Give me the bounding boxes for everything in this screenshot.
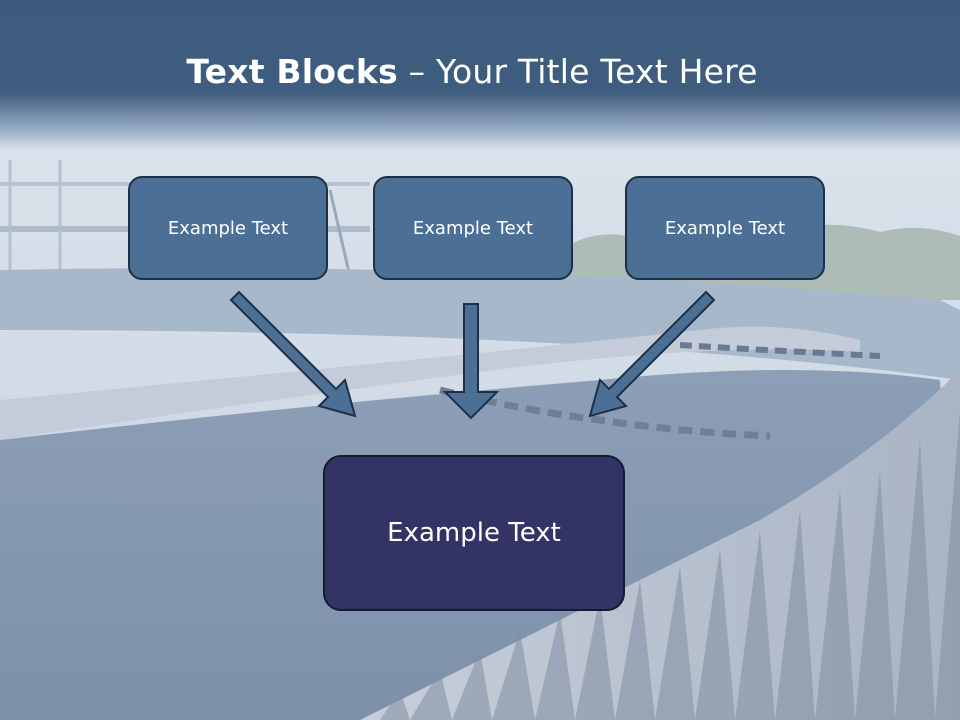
target-text-block[interactable]: Example Text xyxy=(323,455,625,611)
text-block-3[interactable]: Example Text xyxy=(625,176,825,280)
text-block-3-label: Example Text xyxy=(664,217,786,239)
title-bold-text: Text Blocks xyxy=(186,52,398,91)
text-block-2-label: Example Text xyxy=(412,217,534,239)
text-block-1[interactable]: Example Text xyxy=(128,176,328,280)
target-text-block-label: Example Text xyxy=(387,518,561,548)
text-block-2[interactable]: Example Text xyxy=(373,176,573,280)
slide-title: Text Blocks – Your Title Text Here xyxy=(0,52,944,91)
title-dash: – xyxy=(397,52,436,91)
text-block-1-label: Example Text xyxy=(167,217,289,239)
title-bar xyxy=(0,0,960,150)
title-rest-text: Your Title Text Here xyxy=(435,52,758,91)
